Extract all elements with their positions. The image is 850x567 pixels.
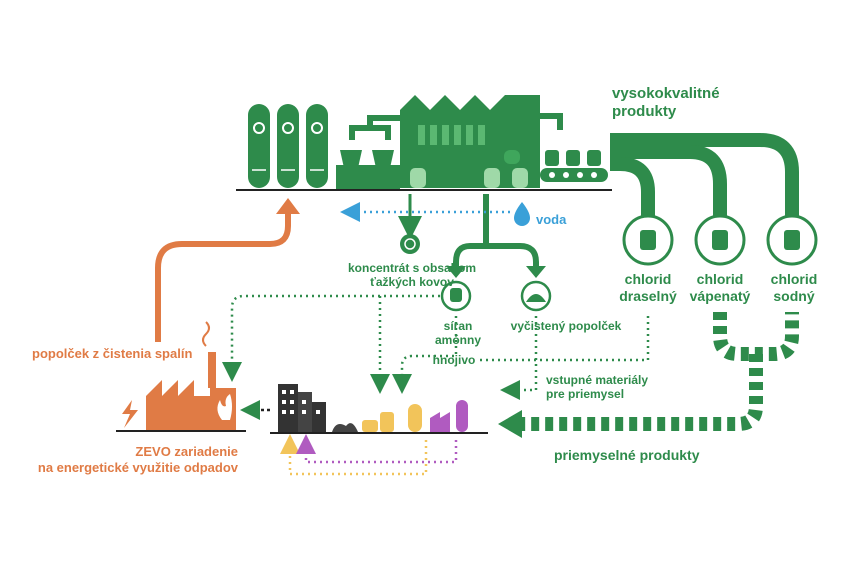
input-materials-label: vstupné materiály xyxy=(546,373,648,387)
barrel-icon xyxy=(440,280,472,312)
dotted-flows xyxy=(222,294,650,400)
barrel-icon xyxy=(622,214,674,266)
filter-left xyxy=(340,150,362,168)
yellow-loop xyxy=(280,434,428,476)
chloride-3-label: chlorid xyxy=(771,271,818,287)
ammonium-sulfate-label: síran xyxy=(444,319,473,333)
industrial-products-label: priemyselné produkty xyxy=(554,447,700,463)
purple-loop xyxy=(296,434,458,464)
zevo-label-2: na energetické využitie odpadov xyxy=(38,460,239,475)
filter-right xyxy=(372,150,394,168)
lightning-icon xyxy=(122,400,138,428)
ash-pile-icon xyxy=(520,280,552,312)
fertilizer-label: hnojivo xyxy=(433,353,476,367)
conveyor xyxy=(540,150,608,182)
water-drop-icon xyxy=(514,202,530,226)
high-quality-products-label-2: produkty xyxy=(612,103,677,120)
chloride-1-label: chlorid xyxy=(625,271,672,287)
product-flow-pipes xyxy=(610,133,799,222)
ammonium-sulfate-label-2: amónny xyxy=(435,333,481,347)
heavy-metals-label-2: ťažkých kovov xyxy=(370,275,454,289)
fire-icon xyxy=(217,394,232,420)
city-icon xyxy=(278,384,326,432)
water-label: voda xyxy=(536,212,567,227)
high-quality-products-label: vysokokvalitné xyxy=(612,85,720,102)
barrel-icon xyxy=(694,214,746,266)
chloride-2-label-2: vápenatý xyxy=(690,288,751,304)
input-materials-label-2: pre priemysel xyxy=(546,387,624,401)
flue-ash-flow xyxy=(155,212,291,342)
chloride-3-label-2: sodný xyxy=(773,288,814,304)
flue-ash-label: popolček z čistenia spalín xyxy=(32,346,192,361)
recycle-icon xyxy=(253,122,323,134)
chloride-icons xyxy=(622,214,818,266)
chloride-1-label-2: draselný xyxy=(619,288,677,304)
zevo-factory xyxy=(116,321,246,432)
industrial-flow xyxy=(520,312,799,431)
main-building xyxy=(400,95,540,188)
processing-plant xyxy=(236,95,612,191)
smoke-icon xyxy=(202,321,210,347)
industrial-arrowhead xyxy=(498,410,522,438)
barrel-icon xyxy=(766,214,818,266)
silos xyxy=(248,104,328,188)
cleaned-ash-label: vyčistený popolček xyxy=(511,319,622,333)
recycle-icon xyxy=(400,234,420,254)
zevo-label: ZEVO zariadenie xyxy=(135,444,238,459)
industry-icons xyxy=(270,400,488,434)
heavy-metals-label: koncentrát s obsahom xyxy=(348,261,476,275)
split-flow xyxy=(453,194,539,268)
chloride-2-label: chlorid xyxy=(697,271,744,287)
